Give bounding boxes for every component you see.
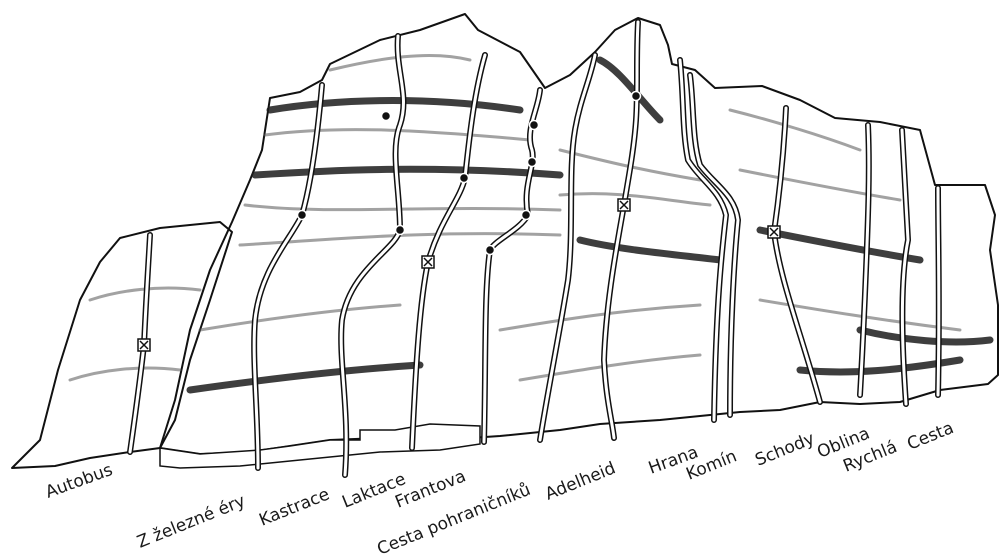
route-cesta-pohranicniku <box>540 55 595 440</box>
rock-shadow-band <box>580 240 720 260</box>
rock-shadow-band <box>760 230 920 260</box>
route-line-outline <box>774 108 820 402</box>
route-label-schody: Schody <box>752 429 817 471</box>
route-line <box>484 90 540 442</box>
route-hrana <box>680 60 726 420</box>
bolt-icon <box>486 246 495 255</box>
route-oblina <box>860 125 869 395</box>
route-label-frantova: Frantova <box>392 466 468 512</box>
bolt-icon <box>632 92 641 101</box>
route-line-outline <box>254 85 322 468</box>
rock-shadow-band <box>500 305 700 330</box>
route-z-zelezne-ery <box>254 85 322 468</box>
rock-shadow-band <box>520 355 700 380</box>
rock-shadow-band <box>740 170 900 200</box>
routes-layer <box>130 22 939 475</box>
route-autobus <box>130 235 150 452</box>
rock-shadow-band <box>270 101 520 110</box>
rock-shadow-band <box>245 205 560 210</box>
bolt-icon <box>528 158 537 167</box>
rock-shadow-band <box>200 305 400 330</box>
bolt-icon <box>460 174 469 183</box>
rock-shadow-band <box>255 169 560 175</box>
bolt-icon <box>298 211 307 220</box>
route-line <box>938 188 939 395</box>
route-label-z-zelezne-ery: Z železné éry <box>134 491 248 553</box>
route-label-cesta: Cesta <box>904 418 956 455</box>
bolt-icon <box>382 112 391 121</box>
rock-shadow-band <box>70 368 180 380</box>
route-line <box>412 55 485 448</box>
rock-shadow-band <box>190 365 420 390</box>
route-schody <box>768 108 820 402</box>
route-frantova <box>484 90 540 442</box>
route-line-outline <box>540 55 595 440</box>
rock-face <box>12 14 998 468</box>
bolt-icon <box>530 121 539 130</box>
rock-shadow-band <box>560 194 710 205</box>
route-laktace <box>412 55 485 448</box>
bolt-icon <box>522 211 531 220</box>
rock-shadow-band <box>860 330 990 342</box>
bolt-icon <box>396 226 405 235</box>
route-line <box>680 60 726 420</box>
rock-shadow-band <box>600 60 660 120</box>
rock-shadow-band <box>730 110 860 150</box>
route-label-kastrace: Kastrace <box>256 484 332 530</box>
route-rychla <box>902 130 908 404</box>
route-label-adelheid: Adelheid <box>542 458 618 504</box>
route-line-outline <box>680 60 726 420</box>
route-cesta <box>938 188 939 395</box>
